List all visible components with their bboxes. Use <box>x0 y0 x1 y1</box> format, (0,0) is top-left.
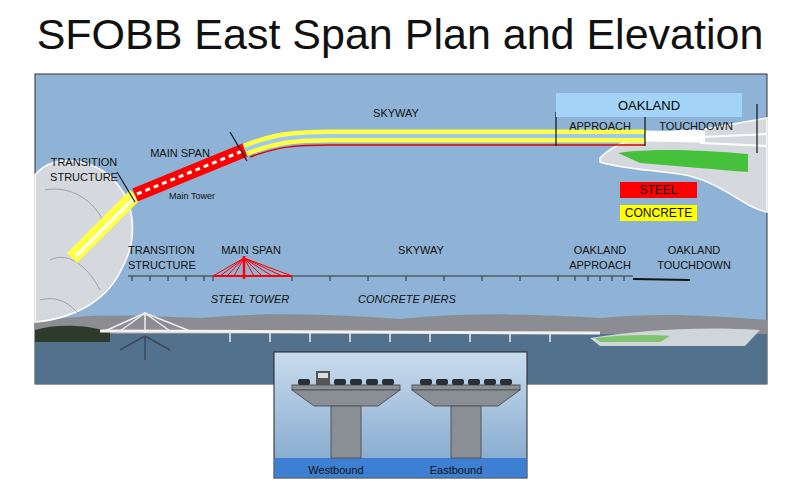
structure-type: CONCRETE PIERS <box>347 292 467 307</box>
tower-label: Main Tower <box>157 190 227 202</box>
legend-swatch: CONCRETE <box>620 205 697 221</box>
section-label: APPROACH <box>560 119 640 134</box>
elevation-label: OAKLAND TOUCHDOWN <box>652 243 736 273</box>
legend-text: STEEL <box>639 183 677 197</box>
section-label: MAIN SPAN <box>140 146 220 161</box>
title: SFOBB East Span Plan and Elevation <box>0 10 800 59</box>
elevation-label: OAKLAND APPROACH <box>560 243 640 273</box>
direction-label: Westbound <box>296 463 376 478</box>
elevation-label: TRANSITION STRUCTURE <box>128 243 212 273</box>
elevation-label: MAIN SPAN <box>211 243 291 258</box>
legend-text: CONCRETE <box>625 206 692 220</box>
structure-type: STEEL TOWER <box>200 292 300 307</box>
section-label: TRANSITION STRUCTURE <box>42 155 126 185</box>
region-name: OAKLAND <box>618 98 680 113</box>
direction-label: Eastbound <box>416 463 496 478</box>
region-band: OAKLAND <box>556 93 742 117</box>
legend-swatch: STEEL <box>620 182 697 198</box>
section-label: TOUCHDOWN <box>654 119 738 134</box>
section-label: SKYWAY <box>356 106 436 121</box>
elevation-label: SKYWAY <box>381 243 461 258</box>
